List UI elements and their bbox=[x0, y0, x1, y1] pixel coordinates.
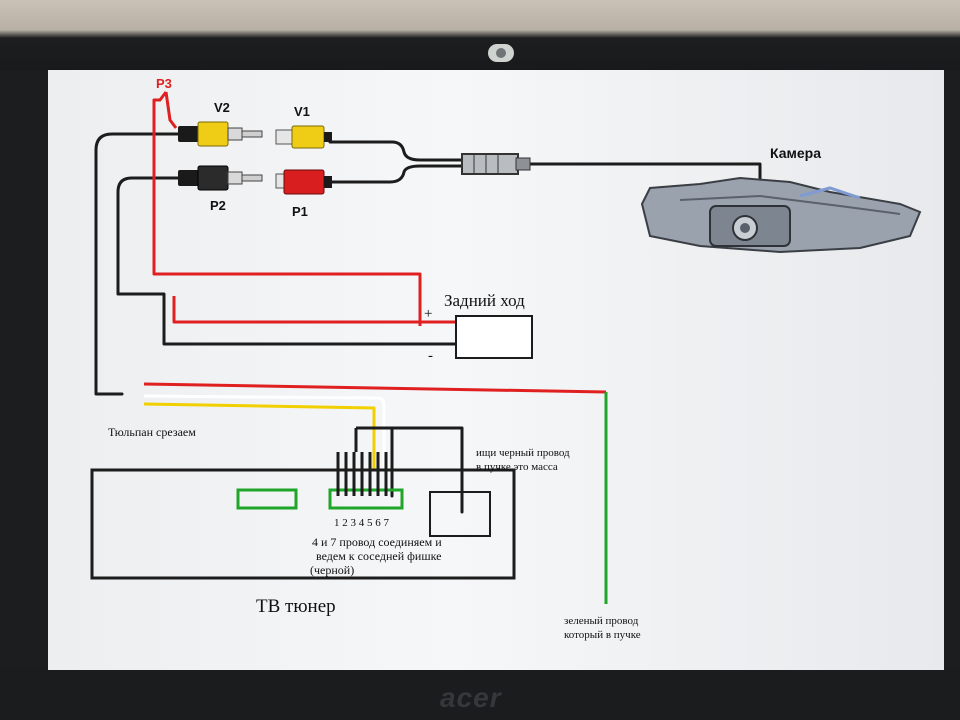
wire-white-tuner bbox=[143, 394, 386, 470]
label-tuner: ТВ тюнер bbox=[256, 596, 336, 617]
wire-black-p1-cable bbox=[328, 164, 464, 184]
cable-connector-icon bbox=[461, 153, 531, 175]
tuner-pin-wires bbox=[336, 452, 388, 496]
label-pin-numbers: 1 2 3 4 5 6 7 bbox=[334, 517, 390, 529]
tuner-green-connector-left bbox=[236, 488, 298, 510]
rca-v1-yellow-icon bbox=[275, 125, 332, 149]
label-p1: P1 bbox=[292, 204, 308, 219]
label-green-line2: который в пучке bbox=[564, 629, 641, 641]
label-camera: Камера bbox=[770, 145, 821, 161]
wire-red-p3-hook bbox=[164, 91, 178, 129]
wire-black-p2 bbox=[116, 176, 458, 346]
wire-yellow-tuner bbox=[143, 402, 376, 470]
label-p3: P3 bbox=[156, 76, 172, 91]
wire-red-p3 bbox=[152, 91, 422, 326]
label-join-line3: (черной) bbox=[310, 563, 354, 577]
label-green-line1: зеленый провод bbox=[564, 615, 639, 627]
laptop-bezel-left bbox=[0, 70, 48, 670]
laptop-brand-logo: acer bbox=[440, 682, 502, 713]
label-join-line2: ведем к соседней фишке bbox=[316, 549, 441, 563]
label-ground-line2: в пучке это масса bbox=[476, 461, 558, 473]
tuner-green-connector-pins bbox=[328, 488, 404, 510]
tuner-box bbox=[90, 468, 516, 580]
reverse-box bbox=[455, 315, 533, 359]
wire-black-ground bbox=[390, 426, 464, 514]
rca-p2-black-icon bbox=[178, 165, 263, 191]
label-v1: V1 bbox=[294, 104, 310, 119]
laptop-bezel-bottom bbox=[0, 668, 960, 720]
wire-red-plus bbox=[172, 296, 456, 324]
wire-red-tuner bbox=[143, 382, 607, 394]
webcam-icon bbox=[488, 44, 514, 62]
label-v2: V2 bbox=[214, 100, 230, 115]
label-minus: - bbox=[428, 348, 433, 364]
rca-p1-red-icon bbox=[275, 169, 332, 195]
laptop-bezel-right bbox=[944, 70, 960, 670]
wire-black-outer bbox=[94, 132, 182, 396]
label-cut-tulip: Тюльпан срезаем bbox=[108, 425, 196, 439]
camera-icon bbox=[640, 176, 922, 254]
label-join-line1: 4 и 7 провод соединяем и bbox=[312, 535, 442, 549]
wire-black-v1-cable bbox=[328, 140, 464, 162]
label-p2: P2 bbox=[210, 198, 226, 213]
tuner-black-connector bbox=[429, 491, 491, 537]
laptop-bezel-top bbox=[0, 0, 960, 78]
label-reverse: Задний ход bbox=[444, 291, 525, 310]
rca-v2-yellow-icon bbox=[178, 121, 263, 147]
label-plus: + bbox=[424, 306, 432, 322]
label-ground-line1: ищи черный провод bbox=[476, 447, 570, 459]
